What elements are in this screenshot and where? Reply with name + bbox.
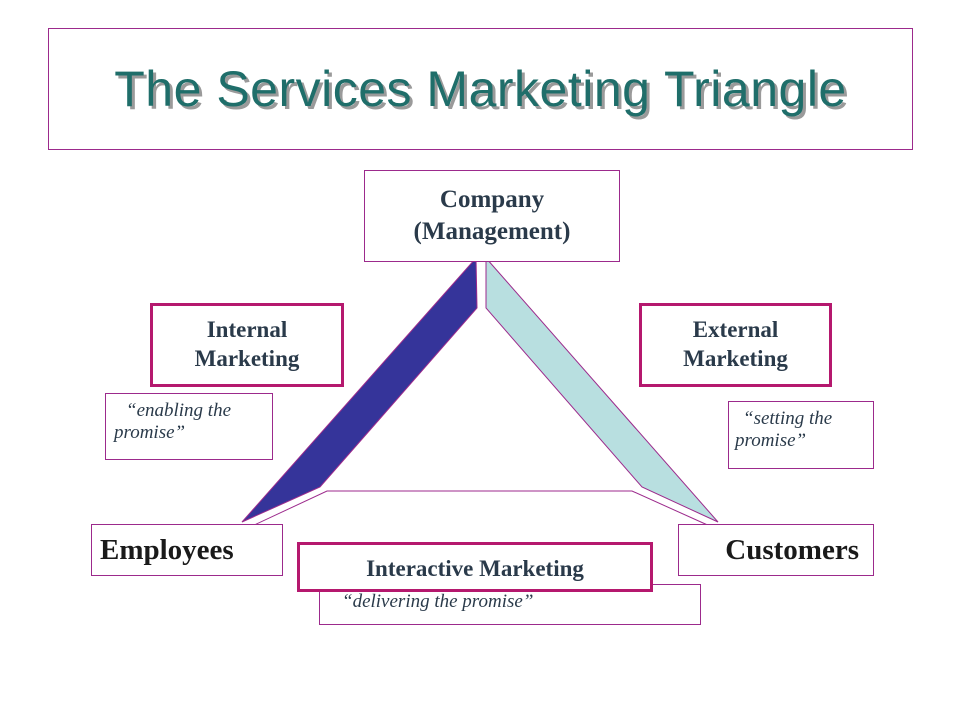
enabling-quote-line2: promise” <box>114 421 186 443</box>
triangle-side-interactive <box>249 490 713 528</box>
internal-marketing-line2: Marketing <box>194 346 300 371</box>
triangle-side-external <box>485 256 719 523</box>
delivering-quote-text: “delivering the promise” <box>342 591 534 612</box>
title-box: The Services Marketing Triangle <box>48 28 913 150</box>
setting-quote-line2: promise” <box>735 429 807 451</box>
enabling-quote-line1: “enabling the <box>126 400 232 421</box>
interactive-marketing-box: Interactive Marketing <box>297 542 653 592</box>
setting-promise-quote: “setting the promise” <box>728 401 874 469</box>
setting-quote-line1: “setting the <box>743 408 833 429</box>
interactive-marketing-label: Interactive Marketing <box>366 556 584 581</box>
page-title: The Services Marketing Triangle <box>114 61 847 117</box>
triangle-side-internal <box>241 256 478 523</box>
company-node: Company (Management) <box>364 170 620 262</box>
external-marketing-line2: Marketing <box>683 346 788 371</box>
external-marketing-box: External Marketing <box>639 303 832 387</box>
employees-label: Employees <box>100 533 234 566</box>
customers-label: Customers <box>725 533 859 566</box>
internal-marketing-box: Internal Marketing <box>150 303 344 387</box>
customers-node: Customers <box>678 524 874 576</box>
company-label-line2: (Management) <box>413 218 571 245</box>
employees-node: Employees <box>91 524 283 576</box>
external-marketing-line1: External <box>692 317 779 343</box>
enabling-promise-quote: “enabling the promise” <box>105 393 273 460</box>
company-label-line1: Company <box>439 185 545 213</box>
internal-marketing-line1: Internal <box>206 317 288 343</box>
